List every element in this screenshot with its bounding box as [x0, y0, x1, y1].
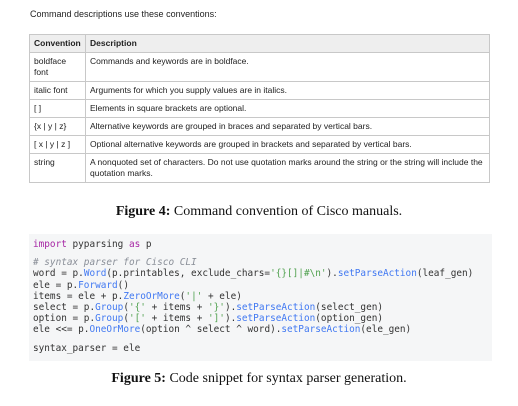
code-line: syntax_parser = ele [33, 343, 488, 354]
code-token: Group [95, 301, 124, 313]
code-token: as [128, 239, 141, 250]
code-line: ele = p.Forward() [33, 280, 488, 291]
code-token: (leaf_gen) [416, 268, 474, 280]
code-token: import [33, 239, 67, 250]
table-row: [ x | y | z ] Optional alternative keywo… [29, 135, 490, 154]
code-token: OneOrMore [89, 324, 141, 336]
code-token: ele = p. [33, 279, 79, 291]
code-token: items = ele + p. [33, 290, 124, 302]
code-token: + items + [145, 313, 209, 325]
code-token: '[' [128, 313, 146, 325]
code-token: ). [224, 301, 237, 313]
figure-5-label: Figure 5: [111, 371, 166, 386]
description-cell: Arguments for which you supply values ar… [85, 81, 490, 100]
convention-cell: [ ] [29, 99, 86, 118]
intro-text: Command descriptions use these conventio… [30, 9, 217, 19]
code-token: (option_gen) [315, 313, 384, 325]
code-token: p [140, 239, 152, 250]
code-line: select = p.Group('{' + items + '}').setP… [33, 302, 488, 313]
table-row: string A nonquoted set of characters. Do… [29, 153, 490, 183]
code-token: syntax_parser = ele [33, 342, 141, 354]
figure-5-caption: Figure 5: Code snippet for syntax parser… [0, 371, 518, 387]
table-row: italic font Arguments for which you supp… [29, 81, 490, 100]
code-token: ). [224, 313, 237, 325]
code-token: ( [123, 313, 129, 325]
code-token: ( [123, 301, 129, 313]
code-line: ele <<= p.OneOrMore(option ^ select ^ wo… [33, 324, 488, 335]
code-token: select = p. [33, 301, 96, 313]
code-token: () [117, 279, 129, 291]
code-snippet: import pyparsing as p # syntax parser for… [29, 234, 492, 361]
code-line: import pyparsing as p [33, 239, 488, 250]
description-cell: Commands and keywords are in boldface. [85, 52, 490, 82]
code-token: ( [179, 290, 186, 302]
convention-cell: [ x | y | z ] [29, 135, 86, 154]
description-cell: A nonquoted set of characters. Do not us… [85, 153, 490, 183]
code-token: # syntax parser for Cisco CLI [33, 257, 197, 269]
code-token: '|' [185, 290, 203, 302]
code-token: option = p. [33, 313, 96, 325]
code-token: (ele_gen) [360, 324, 412, 336]
code-token: Word [83, 268, 107, 280]
code-token: ']' [208, 313, 225, 325]
code-token: pyparsing [66, 239, 129, 250]
code-token: setParseAction [236, 301, 316, 313]
column-header-description: Description [85, 34, 490, 53]
code-token: '{}[]|#\n' [270, 268, 327, 280]
convention-cell: {x | y | z} [29, 117, 86, 136]
code-token: Forward [78, 279, 118, 291]
code-token: (select_gen) [315, 301, 384, 313]
code-token: setParseAction [236, 313, 316, 325]
code-token: word = p. [33, 268, 84, 280]
description-cell: Elements in square brackets are optional… [85, 99, 490, 118]
convention-cell: boldface font [29, 52, 86, 82]
code-line [33, 250, 488, 257]
column-header-convention: Convention [29, 34, 86, 53]
description-cell: Optional alternative keywords are groupe… [85, 135, 490, 154]
table-row: {x | y | z} Alternative keywords are gro… [29, 117, 490, 136]
figure-4-caption: Figure 4: Command convention of Cisco ma… [0, 204, 518, 220]
conventions-table: Convention Description boldface font Com… [29, 34, 490, 183]
code-token: setParseAction [337, 268, 417, 280]
figure-4-text: Command convention of Cisco manuals. [170, 204, 403, 219]
code-token: Group [95, 313, 124, 325]
code-token: (p.printables, exclude_chars= [106, 268, 271, 280]
code-line [33, 336, 488, 343]
table-row: [ ] Elements in square brackets are opti… [29, 99, 490, 118]
code-token: ZeroOrMore [123, 290, 180, 302]
figure-4-label: Figure 4: [115, 204, 171, 219]
code-token: '{' [128, 301, 146, 313]
table-row: boldface font Commands and keywords are … [29, 52, 490, 82]
code-line: option = p.Group('[' + items + ']').setP… [33, 313, 488, 324]
convention-cell: string [29, 153, 86, 183]
code-token: setParseAction [281, 324, 361, 336]
code-token: + ele) [202, 290, 242, 302]
code-line: # syntax parser for Cisco CLI [33, 257, 488, 268]
code-token: + items + [145, 301, 209, 313]
code-token: (option ^ select ^ word). [140, 324, 282, 336]
description-cell: Alternative keywords are grouped in brac… [85, 117, 490, 136]
code-line: word = p.Word(p.printables, exclude_char… [33, 268, 488, 279]
figure-5-text: Code snippet for syntax parser generatio… [165, 371, 407, 386]
code-token: ). [326, 268, 338, 280]
table-header-row: Convention Description [29, 34, 490, 53]
convention-cell: italic font [29, 81, 86, 100]
code-line: items = ele + p.ZeroOrMore('|' + ele) [33, 291, 488, 302]
code-token: '}' [208, 301, 225, 313]
code-token: ele <<= p. [33, 324, 90, 336]
